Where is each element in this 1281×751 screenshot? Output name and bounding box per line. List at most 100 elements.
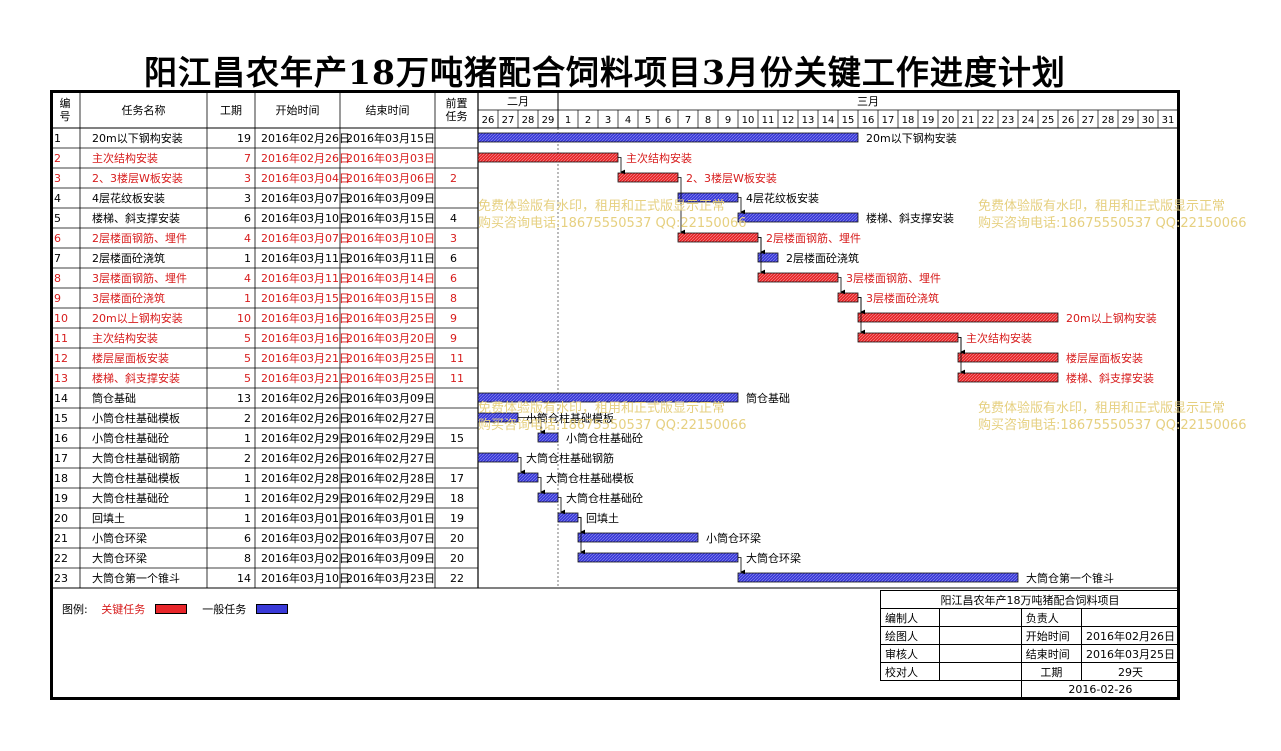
cell-id: 12 — [54, 352, 68, 365]
bar-label: 小筒仓柱基础砼 — [566, 431, 643, 445]
cell-id: 8 — [54, 272, 61, 285]
cell-dur: 6 — [244, 532, 251, 545]
day-label: 7 — [685, 115, 691, 126]
day-label: 27 — [502, 115, 515, 126]
column-header-end: 结束时间 — [366, 104, 410, 117]
drawn-by-value — [939, 626, 1022, 645]
cell-end: 2016年03月10日 — [346, 231, 435, 245]
cell-end: 2016年03月25日 — [346, 371, 435, 385]
dependency-arrow — [678, 177, 685, 235]
cell-name: 小筒仓柱基础模板 — [92, 411, 180, 425]
day-label: 24 — [1022, 115, 1035, 126]
cell-dur: 1 — [244, 492, 251, 505]
cell-id: 20 — [54, 512, 68, 525]
cell-id: 13 — [54, 372, 68, 385]
day-label: 10 — [742, 115, 755, 126]
gantt-bars: 20m以下钢构安装主次结构安装2、3楼层W板安装4层花纹板安装楼梯、斜支撑安装2… — [477, 131, 1157, 585]
cell-name: 主次结构安装 — [92, 331, 158, 345]
day-label: 9 — [725, 115, 731, 126]
cell-start: 2016年03月04日 — [261, 171, 350, 185]
day-label: 15 — [842, 115, 855, 126]
cell-pred: 11 — [450, 372, 464, 385]
day-label: 23 — [1002, 115, 1015, 126]
duration-label: 工期 — [1020, 662, 1083, 681]
cell-name: 楼梯、斜支撑安装 — [92, 211, 180, 225]
owner-label: 负责人 — [1020, 608, 1083, 627]
cell-name: 小筒仓柱基础砼 — [92, 431, 169, 445]
bar-label: 大筒仓柱基础砼 — [566, 491, 643, 505]
end-label: 结束时间 — [1020, 644, 1083, 663]
cell-pred: 6 — [450, 272, 457, 285]
duration-value: 29天 — [1081, 662, 1180, 681]
cell-name: 2、3楼层W板安装 — [92, 171, 183, 185]
cell-end: 2016年03月03日 — [346, 151, 435, 165]
cell-pred: 20 — [450, 532, 464, 545]
dependency-arrow — [758, 237, 765, 275]
cell-name: 大筒仓第一个锥斗 — [92, 571, 180, 585]
bar-label: 大筒仓柱基础钢筋 — [526, 451, 614, 465]
bar-label: 4层花纹板安装 — [746, 191, 819, 205]
cell-end: 2016年03月15日 — [346, 291, 435, 305]
cell-dur: 6 — [244, 212, 251, 225]
cell-start: 2016年03月21日 — [261, 351, 350, 365]
cell-name: 2层楼面砼浇筑 — [92, 251, 165, 265]
bar-label: 主次结构安装 — [966, 331, 1032, 345]
cell-end: 2016年03月25日 — [346, 311, 435, 325]
bar-label: 2层楼面砼浇筑 — [786, 251, 859, 265]
project-name: 阳江昌农年产18万吨猪配合饲料项目 — [880, 590, 1180, 609]
cell-start: 2016年03月02日 — [261, 551, 350, 565]
day-label: 12 — [782, 115, 795, 126]
column-header-start: 开始时间 — [276, 103, 320, 117]
bar-label: 楼梯、斜支撑安装 — [866, 211, 954, 225]
table-grid — [50, 90, 1179, 589]
cell-dur: 4 — [244, 232, 251, 245]
task-bar — [577, 532, 699, 543]
bar-label: 小筒仓环梁 — [706, 531, 761, 545]
day-label: 3 — [605, 115, 611, 126]
cell-start: 2016年02月28日 — [261, 471, 350, 485]
day-label: 6 — [665, 115, 671, 126]
cell-pred: 4 — [450, 212, 457, 225]
day-label: 27 — [1082, 115, 1095, 126]
cell-pred: 9 — [450, 332, 457, 345]
cell-end: 2016年02月29日 — [346, 431, 435, 445]
task-bar — [737, 212, 859, 223]
cell-dur: 2 — [244, 412, 251, 425]
bar-label: 2、3楼层W板安装 — [686, 171, 777, 185]
cell-id: 18 — [54, 472, 68, 485]
day-label: 13 — [802, 115, 815, 126]
cell-pred: 11 — [450, 352, 464, 365]
day-label: 2 — [585, 115, 591, 126]
task-bar — [477, 132, 859, 143]
cell-start: 2016年03月10日 — [261, 571, 350, 585]
cell-dur: 19 — [237, 132, 251, 145]
cell-id: 17 — [54, 452, 68, 465]
cell-end: 2016年03月09日 — [346, 551, 435, 565]
column-header-pred: 前置 — [446, 96, 468, 110]
cell-dur: 14 — [237, 572, 251, 585]
cell-id: 7 — [54, 252, 61, 265]
reviewed-by-label: 审核人 — [879, 644, 941, 663]
dependency-arrow — [558, 497, 565, 515]
bar-label: 3层楼面砼浇筑 — [866, 291, 939, 305]
cell-id: 15 — [54, 412, 68, 425]
cell-start: 2016年03月16日 — [261, 331, 350, 345]
day-label: 5 — [645, 115, 651, 126]
cell-id: 5 — [54, 212, 61, 225]
column-header-pred-2: 任务 — [446, 110, 468, 123]
cell-pred: 15 — [450, 432, 464, 445]
bar-label: 20m以上钢构安装 — [1066, 311, 1157, 325]
cell-name: 3层楼面钢筋、埋件 — [92, 271, 187, 285]
